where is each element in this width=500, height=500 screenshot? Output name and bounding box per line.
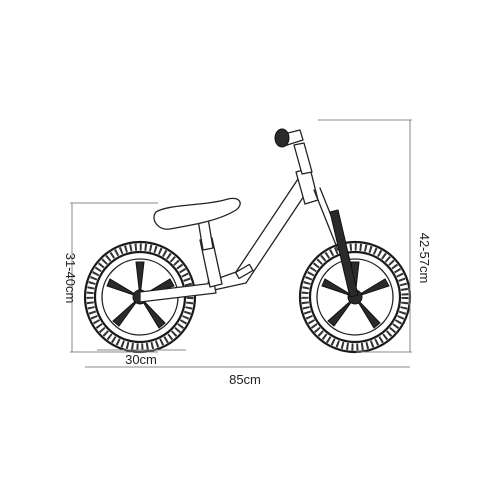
wheel-diameter-label: 30cm xyxy=(125,352,157,367)
wheel-diameter-dimension: 30cm xyxy=(97,349,186,367)
balance-bike xyxy=(83,128,412,354)
front-wheel xyxy=(298,240,412,354)
front-wheel-spokes xyxy=(321,261,390,329)
handlebar-height-dimension: 42-57cm xyxy=(318,119,432,353)
seat-height-dimension: 31-40cm xyxy=(63,202,158,353)
seat-height-label: 31-40cm xyxy=(63,253,78,304)
handlebar-grip xyxy=(274,128,290,148)
seat xyxy=(153,197,241,251)
total-length-label: 85cm xyxy=(229,372,261,387)
handlebar xyxy=(274,128,313,175)
rear-wheel-spokes xyxy=(106,261,175,329)
handlebar-height-label: 42-57cm xyxy=(417,233,432,284)
total-length-dimension: 85cm xyxy=(85,366,410,387)
